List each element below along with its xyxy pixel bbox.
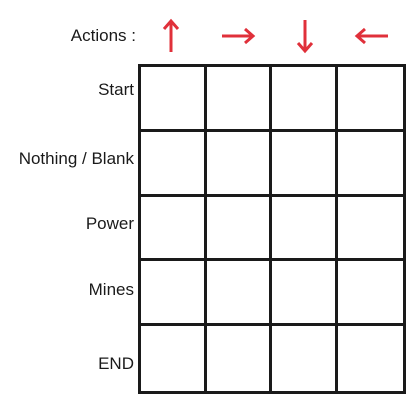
table-cell bbox=[337, 197, 403, 262]
q-table-grid bbox=[138, 64, 406, 394]
table-cell bbox=[207, 326, 272, 391]
table-cell bbox=[141, 196, 207, 262]
row-label-mines: Mines bbox=[88, 280, 134, 299]
table-cell bbox=[337, 132, 403, 197]
table-cell bbox=[206, 196, 272, 262]
row-label-nothing-blank: Nothing / Blank bbox=[18, 149, 134, 168]
table-cell bbox=[337, 67, 403, 132]
arrow-up-icon bbox=[138, 16, 204, 56]
arrow-down-icon bbox=[272, 16, 338, 56]
table-cell bbox=[272, 261, 338, 327]
table-cell bbox=[141, 67, 207, 132]
table-cell bbox=[141, 261, 207, 327]
table-cell bbox=[141, 131, 207, 197]
row-label-power: Power bbox=[85, 214, 134, 233]
table-cell bbox=[272, 196, 338, 262]
table-cell bbox=[337, 261, 403, 327]
table-cell bbox=[272, 131, 338, 197]
table-cell bbox=[206, 131, 272, 197]
row-label-start: Start bbox=[98, 80, 134, 99]
row-label-end: END bbox=[98, 354, 134, 373]
actions-label: Actions : bbox=[70, 26, 136, 45]
table-cell bbox=[272, 326, 338, 391]
table-cell bbox=[141, 326, 207, 391]
table-cell bbox=[272, 67, 338, 132]
table-cell bbox=[206, 67, 272, 132]
table-cell bbox=[206, 261, 272, 327]
arrow-left-icon bbox=[339, 16, 405, 56]
table-cell bbox=[338, 326, 404, 391]
arrow-right-icon bbox=[205, 16, 271, 56]
